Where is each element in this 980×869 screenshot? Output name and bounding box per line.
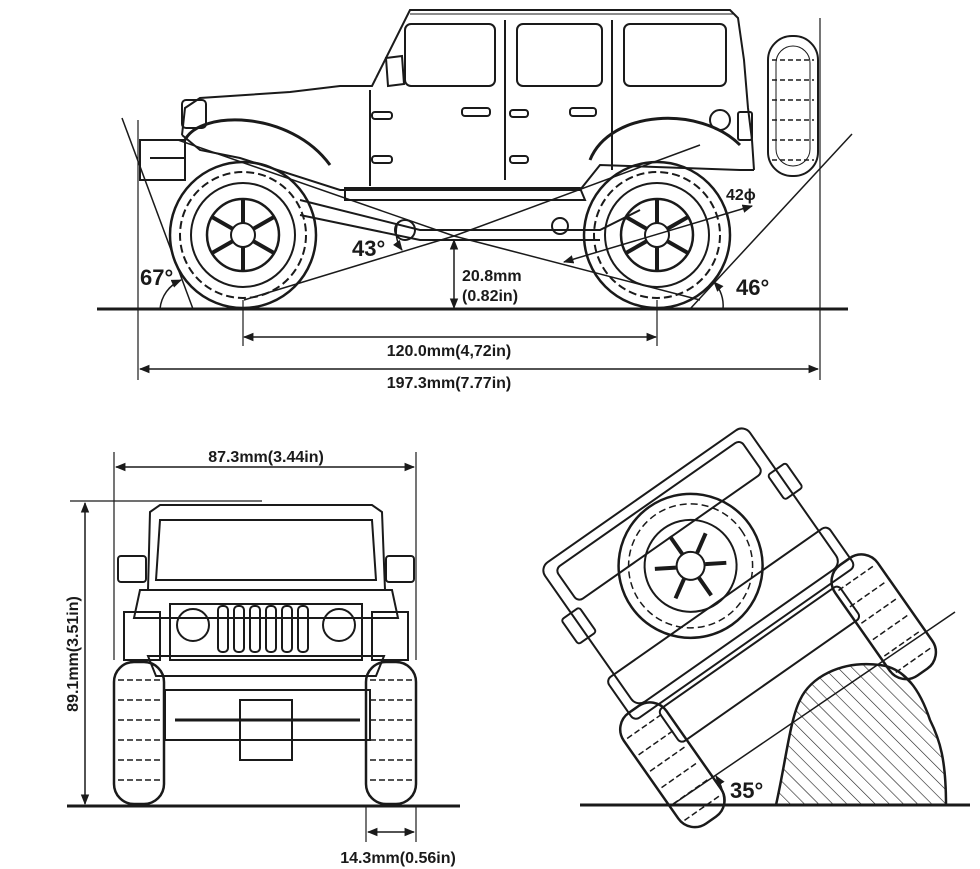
rock-obstacle (774, 662, 948, 807)
side-front-wheel (168, 160, 318, 310)
breakover-angle-arc (393, 221, 403, 251)
breakover-line-front (177, 139, 455, 237)
departure-angle-line (689, 133, 853, 310)
approach-angle-arc (159, 279, 182, 310)
front-view: 87.3mm(3.44in) 89.1mm(3.51in) 14.3mm(0.5… (65, 449, 460, 867)
overall-height-label: 89.1mm(3.51in) (65, 596, 82, 712)
tilt-angle-line (671, 611, 956, 806)
tilt-angle-arc (715, 775, 725, 806)
side-spare-tire (767, 35, 819, 177)
breakover-line-front-2 (453, 144, 701, 237)
breakover-line-rear-2 (453, 235, 701, 301)
side-view: 67° 46° 43° 20.8mm (0.82in) 42ϕ 120.0mm(… (97, 9, 853, 392)
front-view-left-tire (112, 660, 166, 806)
departure-angle-label: 46° (736, 275, 769, 300)
ground-clearance-label-1: 20.8mm (462, 268, 522, 285)
tire-diameter-label: 42ϕ (726, 187, 756, 204)
tilt-angle-label: 35° (730, 778, 763, 803)
rear-tilt-view: 35° (542, 427, 970, 829)
overall-width-label: 87.3mm(3.44in) (208, 449, 324, 466)
departure-angle-arc (713, 281, 724, 310)
side-vehicle-body (139, 9, 755, 241)
ground-clearance-label-2: (0.82in) (462, 288, 518, 305)
approach-angle-line (121, 117, 194, 310)
front-vehicle-body (117, 504, 415, 761)
tilted-vehicle (542, 427, 938, 829)
front-view-right-tire (364, 660, 418, 806)
breakover-angle-label: 43° (352, 236, 385, 261)
tire-width-label: 14.3mm(0.56in) (340, 850, 456, 867)
overall-length-label: 197.3mm(7.77in) (387, 375, 512, 392)
breakover-line-rear (243, 235, 455, 301)
wheelbase-label: 120.0mm(4,72in) (387, 343, 512, 360)
approach-angle-label: 67° (140, 265, 173, 290)
tire-diameter-dim (562, 204, 754, 264)
